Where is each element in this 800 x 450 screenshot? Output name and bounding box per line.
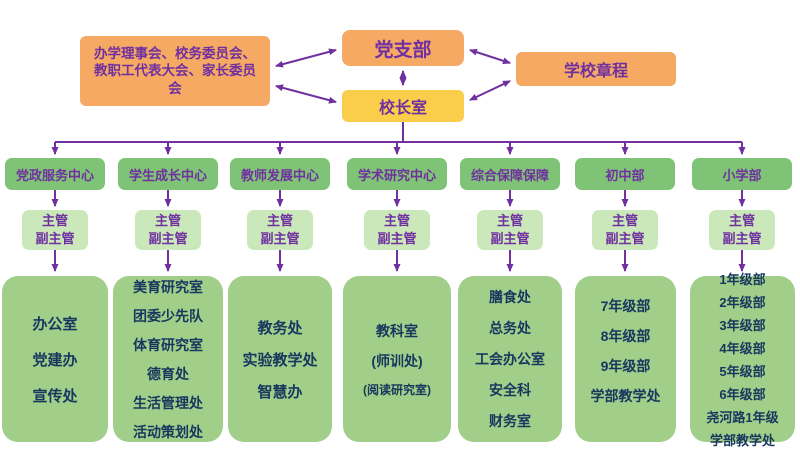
dept-0-header: 党政服务中心	[5, 158, 105, 190]
unit-label: 活动策划处	[133, 423, 203, 440]
deputy-manager-label: 副主管	[260, 231, 300, 246]
manager-label: 主管	[728, 213, 755, 229]
unit-label: 团委少先队	[133, 307, 203, 324]
unit-label: 学部教学处	[590, 388, 661, 404]
manager-label: 主管	[266, 213, 293, 229]
dept-3-header: 学术研究中心	[347, 158, 447, 190]
manager-label: 主管	[154, 213, 181, 229]
unit-label: 德育处	[147, 365, 189, 382]
unit-label: 体育研究室	[133, 336, 203, 353]
dept-5-roles: 主管 副主管	[592, 210, 658, 250]
unit-label: 总务处	[489, 320, 531, 336]
council-box: 办学理事会、校务委员会、教职工代表大会、家长委员会	[80, 36, 270, 106]
manager-label: 主管	[611, 213, 638, 229]
dept-3-roles: 主管 副主管	[364, 210, 430, 250]
unit-label: 美育研究室	[133, 278, 203, 295]
principal-office-box: 校长室	[342, 90, 464, 122]
unit-label: (师训处)	[371, 352, 423, 369]
unit-label: 8年级部	[600, 328, 651, 344]
unit-label: 财务室	[489, 413, 531, 429]
dept-2-header: 教师发展中心	[230, 158, 330, 190]
unit-label: 6年级部	[719, 387, 766, 402]
deputy-manager-label: 副主管	[148, 231, 188, 246]
party-branch-box: 党支部	[342, 30, 464, 66]
unit-label: 5年级部	[719, 364, 766, 379]
dept-4-units: 膳食处 总务处 工会办公室 安全科 财务室	[458, 276, 562, 442]
dept-5-units: 7年级部 8年级部 9年级部 学部教学处	[575, 276, 676, 442]
dept-2-units: 教务处 实验教学处 智慧办	[228, 276, 332, 442]
unit-label: 4年级部	[719, 341, 766, 356]
deputy-manager-label: 副主管	[377, 231, 417, 246]
unit-label: 党建办	[32, 351, 78, 369]
manager-label: 主管	[496, 213, 523, 229]
manager-label: 主管	[383, 213, 410, 229]
dept-4-header: 综合保障保障	[460, 158, 560, 190]
dept-3-units: 教科室 (师训处) (阅读研究室)	[343, 276, 451, 442]
dept-5-header: 初中部	[575, 158, 675, 190]
unit-label: (阅读研究室)	[363, 382, 431, 397]
deputy-manager-label: 副主管	[605, 231, 645, 246]
dept-0-units: 办公室 党建办 宣传处	[2, 276, 108, 442]
unit-label: 生活管理处	[133, 394, 203, 411]
dept-2-roles: 主管 副主管	[247, 210, 313, 250]
deputy-manager-label: 副主管	[35, 231, 75, 246]
unit-label: 2年级部	[719, 295, 766, 310]
unit-label: 教务处	[257, 319, 303, 337]
unit-label: 教科室	[376, 322, 418, 339]
unit-label: 学部教学处	[709, 433, 775, 448]
unit-label: 宣传处	[32, 387, 78, 405]
deputy-manager-label: 副主管	[490, 231, 530, 246]
dept-6-roles: 主管 副主管	[709, 210, 775, 250]
deputy-manager-label: 副主管	[722, 231, 762, 246]
dept-1-units: 美育研究室 团委少先队 体育研究室 德育处 生活管理处 活动策划处	[113, 276, 223, 442]
unit-label: 办公室	[32, 315, 78, 333]
dept-6-header: 小学部	[692, 158, 792, 190]
unit-label: 尧河路1年级	[706, 410, 779, 425]
unit-label: 7年级部	[600, 298, 651, 314]
unit-label: 安全科	[489, 382, 531, 398]
unit-label: 3年级部	[719, 318, 766, 333]
dept-6-units: 1年级部 2年级部 3年级部 4年级部 5年级部 6年级部 尧河路1年级 学部教…	[690, 272, 795, 448]
unit-label: 智慧办	[257, 383, 303, 401]
unit-label: 膳食处	[489, 289, 531, 305]
unit-label: 工会办公室	[475, 351, 545, 367]
dept-1-roles: 主管 副主管	[135, 210, 201, 250]
unit-label: 9年级部	[600, 358, 651, 374]
manager-label: 主管	[41, 213, 68, 229]
school-charter-box: 学校章程	[516, 52, 676, 86]
unit-label: 1年级部	[719, 272, 766, 287]
unit-label: 实验教学处	[242, 351, 318, 369]
dept-0-roles: 主管 副主管	[22, 210, 88, 250]
dept-1-header: 学生成长中心	[118, 158, 218, 190]
dept-4-roles: 主管 副主管	[477, 210, 543, 250]
